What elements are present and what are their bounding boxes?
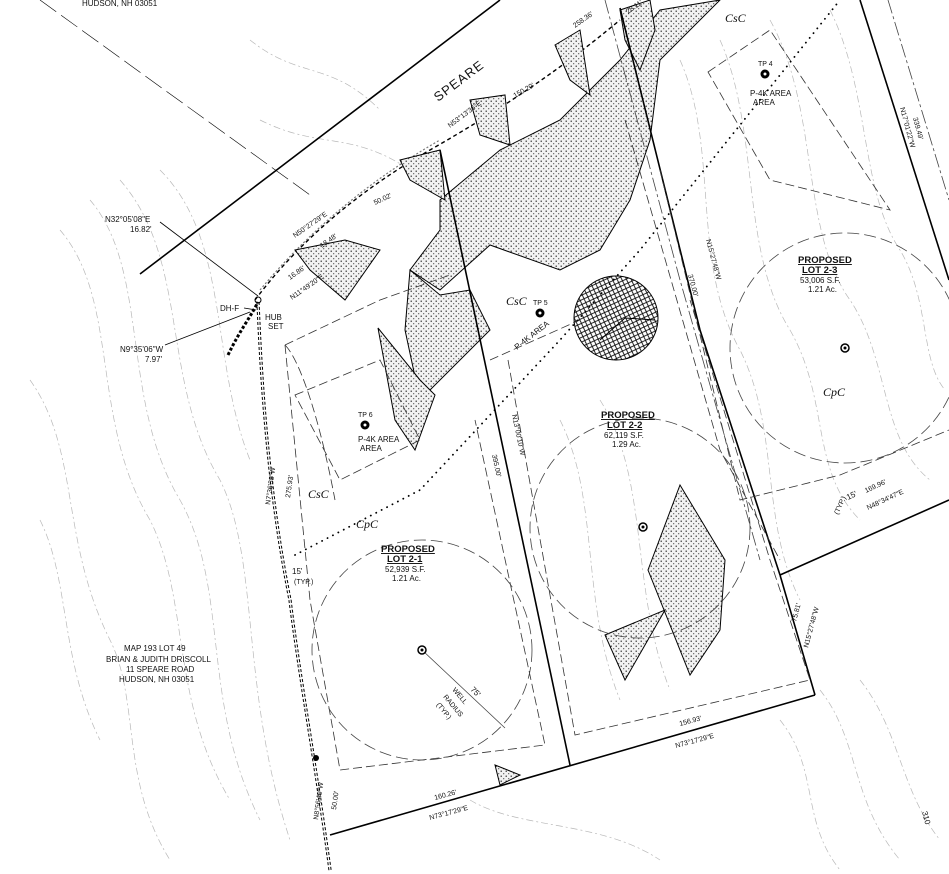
lot-2-1-ac: 1.21 Ac. <box>392 574 421 583</box>
setback-lines <box>284 29 949 771</box>
abutter-city: HUDSON, NH 03051 <box>119 675 195 684</box>
lot-2-3-title: PROPOSED <box>798 255 852 266</box>
distance-16-86: 16.86' <box>287 265 306 282</box>
lot-2-2-sf: 62,119 S.F. <box>604 431 644 440</box>
lot-2-1-title: PROPOSED <box>381 544 435 555</box>
well-symbols <box>417 343 850 655</box>
distance-150-20: 150.20' <box>513 82 536 99</box>
marker-set: SET <box>268 322 284 331</box>
distance-50-02: 50.02' <box>373 192 393 206</box>
contour-label: 310 <box>920 810 932 826</box>
abutter-owner: BRIAN & JUDITH DRISCOLL <box>106 655 211 664</box>
bearing-n15a: N15°27'48"W <box>704 238 723 281</box>
test-pit-id: TP 4 <box>758 61 773 68</box>
distance-16-82: 16.82' <box>130 225 152 234</box>
lot-lines <box>329 0 949 836</box>
stone-wall <box>226 301 332 871</box>
bearing-n13: N13°00'10"W <box>510 414 527 457</box>
bearing-n9: N9°35'06"W <box>120 345 164 354</box>
bearing-n32: N32°05'08"E <box>105 215 150 224</box>
soil-label: CpC <box>356 517 379 531</box>
road-name: SPEARE <box>431 57 487 104</box>
crosshatch-feature <box>573 275 659 361</box>
distance-169-96: 169.96' <box>864 479 888 495</box>
speare-road <box>39 0 621 301</box>
test-pit-id: TP 5 <box>533 300 548 307</box>
test-pit-area-line2: AREA <box>360 444 382 453</box>
bearing-n7: N7°36'38"W <box>264 466 277 505</box>
lot-2-2-ac: 1.29 Ac. <box>612 440 641 449</box>
distance-156-93: 156.93' <box>679 715 703 728</box>
abutter-street: 11 SPEARE ROAD <box>126 665 195 674</box>
distance-75-81: 75.81' <box>791 602 803 622</box>
soil-label: CpC <box>823 385 846 399</box>
lot-2-2-name: LOT 2-2 <box>607 420 642 431</box>
centerlines <box>604 0 949 561</box>
lot-2-2-title: PROPOSED <box>601 410 655 421</box>
test-pit-area-line2: AREA <box>753 98 775 107</box>
setback-15: 15' <box>292 567 303 576</box>
well-radius-value: 75' <box>469 685 483 699</box>
setback-typ-lot3: (TYP.) <box>833 495 848 515</box>
test-pit-area: P-4K AREA <box>358 435 400 444</box>
test-pit-symbols <box>360 69 770 430</box>
lot-2-1-name: LOT 2-1 <box>387 554 423 565</box>
abutter-map-lot: MAP 193 LOT 49 <box>124 644 186 653</box>
well-radii <box>311 232 949 761</box>
test-pit-area: P-4K AREA <box>750 89 792 98</box>
test-pit-id: TP 6 <box>358 412 373 419</box>
distance-258-36: 258.36' <box>572 11 595 30</box>
distance-395: 395.00' <box>490 454 502 478</box>
bearing-n73b: N73°17'29"E <box>428 804 469 822</box>
bearing-n15b: N15°27'48"W <box>802 606 821 649</box>
distance-7-97: 7.97' <box>145 355 163 364</box>
marker-hub: HUB <box>265 313 282 322</box>
leaders <box>159 221 319 761</box>
topo-contours <box>29 9 946 871</box>
soil-boundary <box>294 0 841 556</box>
lot-2-3-sf: 53,006 S.F. <box>800 276 840 285</box>
lot-2-3-ac: 1.21 Ac. <box>808 285 837 294</box>
distance-275-93: 275.93' <box>285 475 295 499</box>
soil-label: CsC <box>308 487 330 501</box>
soil-label: CsC <box>506 294 528 308</box>
header-address: HUDSON, NH 03051 <box>82 0 158 8</box>
wetland-areas <box>294 0 726 786</box>
marker-dh: DH-F <box>220 304 239 313</box>
setback-15-lot3: 15' <box>845 489 859 502</box>
lot-2-3-name: LOT 2-3 <box>802 265 837 276</box>
distance-50-00: 50.00' <box>331 791 341 811</box>
lot-2-1-sf: 52,939 S.F. <box>385 565 425 574</box>
setback-typ: (TYP.) <box>294 579 313 586</box>
soil-label: CsC <box>725 11 747 25</box>
bearing-n50: N50°27'29"E <box>292 210 329 240</box>
